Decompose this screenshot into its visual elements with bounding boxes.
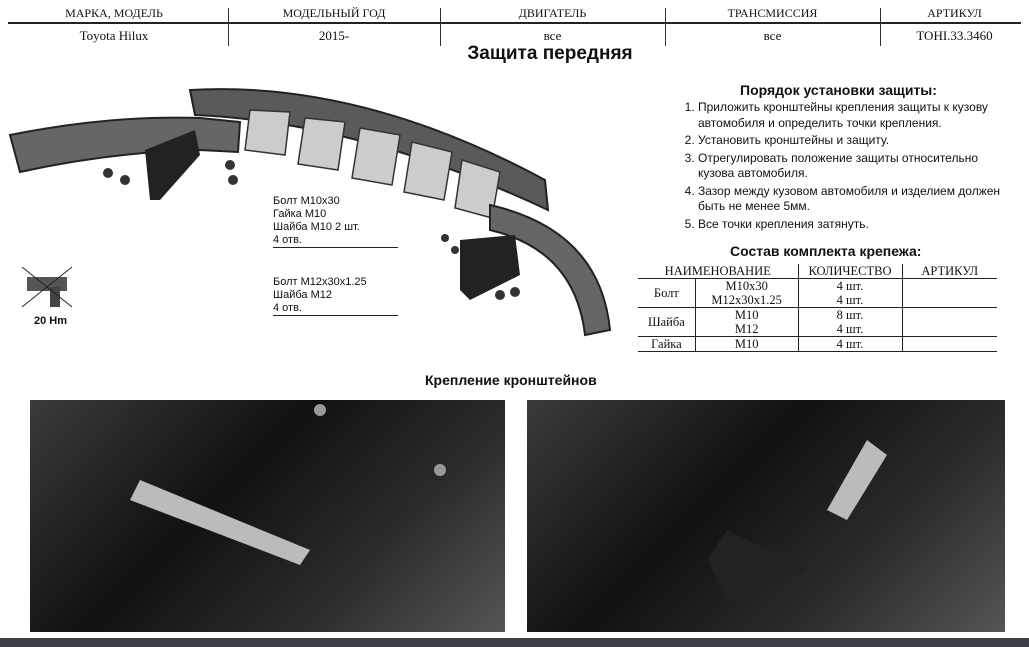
callout-line: Болт М12х30х1.25 [273,276,367,288]
bracket-photo-right [527,400,1005,632]
callout-line: Шайба М12 [273,289,332,301]
instruction-step: Все точки крепления затянуть. [698,217,1012,233]
cell-size: M10x30 [695,278,799,293]
instruction-step: Установить кронштейны и защиту. [698,133,1012,149]
instruction-step: Приложить кронштейны крепления защиты к … [698,100,1012,131]
divider [440,8,441,46]
cell-qty: 8 шт. [798,307,903,322]
footer-bar [0,638,1029,647]
cell-size: M10 [695,307,799,322]
th-qty: КОЛИЧЕСТВО [798,264,903,279]
divider [228,8,229,46]
callout-line: 4 отв. [273,234,398,248]
cell-size: M12 [695,322,799,337]
instructions-list: Приложить кронштейны крепления защиты к … [672,100,1012,234]
header-values: Toyota Hilux 2015- все все TOHI.33.3460 [0,28,1029,44]
cell-qty: 4 шт. [798,293,903,308]
page-title: Защита передняя [467,43,633,64]
bumper-drawing [8,88,612,337]
value-transmission: все [763,28,782,43]
cell-qty: 4 шт. [798,278,903,293]
col-transmission: ТРАНСМИССИЯ [727,6,818,20]
impact-wrench-prohibited-icon: 20 Hm [12,262,82,327]
instruction-step: Отрегулировать положение защиты относите… [698,151,1012,182]
cell-article [902,337,997,352]
value-model: Toyota Hilux [79,28,149,43]
header-divider [8,22,1021,24]
cell-size: M12x30x1.25 [695,293,799,308]
instruction-step: Зазор между кузовом автомобиля и изделие… [698,184,1012,215]
photos-title: Крепление кронштейнов [425,372,597,388]
torque-value: 20 Hm [34,315,68,327]
callout-line: Болт М10х30 [273,195,340,207]
cell-article [902,278,997,308]
instructions-title: Порядок установки защиты: [740,82,937,98]
cell-qty: 4 шт. [798,336,903,352]
cell-name: Шайба [638,307,696,337]
callout-line: 4 отв. [273,302,398,316]
cell-name: Болт [638,278,696,308]
callout-line: Шайба М10 2 шт. [273,221,360,233]
col-engine: ДВИГАТЕЛЬ [518,6,587,20]
col-model: МАРКА, МОДЕЛЬ [65,6,163,20]
th-article: АРТИКУЛ [902,264,997,279]
header-labels: МАРКА, МОДЕЛЬ МОДЕЛЬНЫЙ ГОД ДВИГАТЕЛЬ ТР… [0,6,1029,21]
col-year: МОДЕЛЬНЫЙ ГОД [282,6,386,20]
th-name: НАИМЕНОВАНИЕ [638,264,799,279]
divider [880,8,881,46]
callout-m12: Болт М12х30х1.25 Шайба М12 4 отв. [273,276,398,316]
kit-title: Состав комплекта крепежа: [730,243,922,259]
value-article: TOHI.33.3460 [916,28,993,43]
cell-size: M10 [695,336,799,352]
cell-name: Гайка [638,336,696,352]
cell-qty: 4 шт. [798,322,903,337]
value-engine: все [543,28,562,43]
cell-article [902,307,997,337]
callout-m10: Болт М10х30 Гайка М10 Шайба М10 2 шт. 4 … [273,195,398,248]
bracket-photo-left [30,400,505,632]
callout-line: Гайка М10 [273,208,327,220]
col-article: АРТИКУЛ [927,6,982,20]
divider [665,8,666,46]
value-year: 2015- [318,28,350,43]
